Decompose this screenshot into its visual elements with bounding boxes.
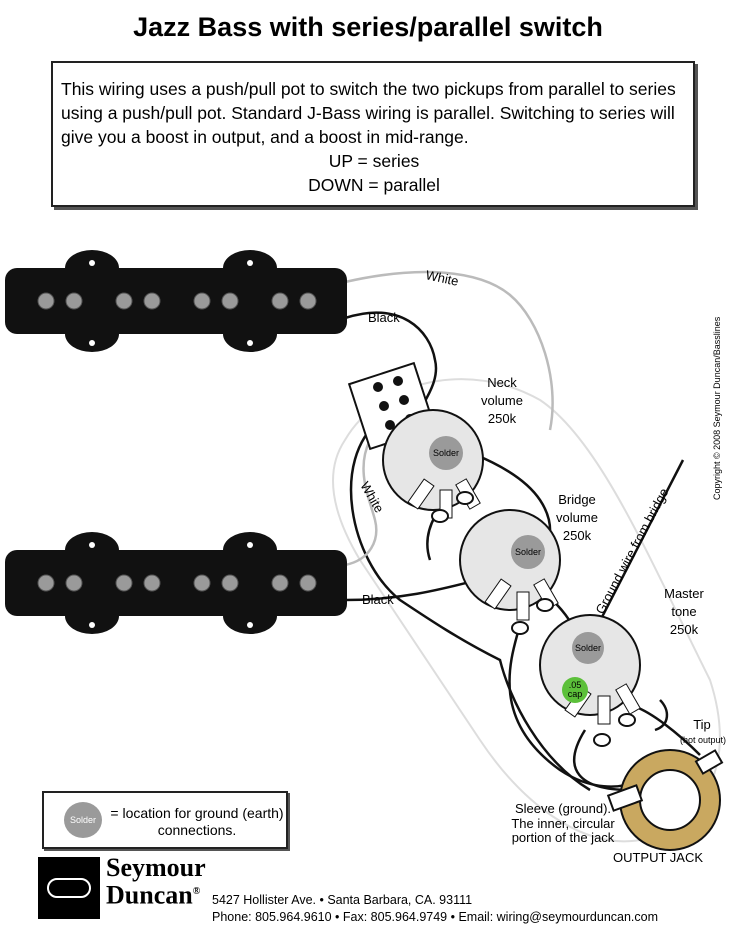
brand-name: Seymour Duncan® xyxy=(106,853,206,910)
label-neck-volume-3: 250k xyxy=(488,411,517,426)
label-sleeve-2: The inner, circular xyxy=(511,816,615,831)
label-bridge-volume-1: Bridge xyxy=(558,492,596,507)
control-plate xyxy=(332,378,721,843)
neck-solder-label: Solder xyxy=(433,448,459,458)
address-block: 5427 Hollister Ave. • Santa Barbara, CA.… xyxy=(212,892,658,926)
neck-volume-pot xyxy=(382,409,484,523)
label-black-bottom: Black xyxy=(362,592,394,607)
cap-label-2: cap xyxy=(568,689,583,699)
seymour-duncan-logo xyxy=(38,857,100,919)
label-ground-wire: Ground wire from bridge xyxy=(592,486,671,617)
label-sleeve-3: portion of the jack xyxy=(512,830,615,845)
cap-label-1: .05 xyxy=(569,680,582,690)
label-master-tone-2: tone xyxy=(671,604,696,619)
label-neck-volume-1: Neck xyxy=(487,375,517,390)
info-down: DOWN = parallel xyxy=(308,175,440,195)
label-tip-1: Tip xyxy=(693,717,711,732)
label-white-mid: White xyxy=(357,479,387,515)
bridge-volume-pot xyxy=(459,509,561,635)
legend-box: Solder = location for ground (earth) con… xyxy=(42,791,288,849)
neck-solder-blob xyxy=(429,436,463,470)
label-sleeve-1: Sleeve (ground). xyxy=(515,801,611,816)
tone-capacitor xyxy=(562,677,588,703)
tone-solder-label: Solder xyxy=(575,643,601,653)
info-box: This wiring uses a push/pull pot to swit… xyxy=(51,61,695,207)
legend-solder-blob: Solder xyxy=(64,802,102,838)
bridge-solder-blob xyxy=(511,535,545,569)
brand-line-1: Seymour xyxy=(106,853,206,882)
label-master-tone-3: 250k xyxy=(670,622,699,637)
bridge-pickup xyxy=(5,532,347,634)
brand-line-2: Duncan® xyxy=(106,880,201,910)
label-black-top: Black xyxy=(368,310,400,325)
label-tip-2: (hot output) xyxy=(680,735,726,745)
label-neck-volume-2: volume xyxy=(481,393,523,408)
label-white-top: White xyxy=(424,267,460,289)
logo-pickup-icon xyxy=(47,878,91,898)
neck-pickup xyxy=(5,250,347,352)
label-master-tone-1: Master xyxy=(664,586,704,601)
address-line-2: Phone: 805.964.9610 • Fax: 805.964.9749 … xyxy=(212,910,659,924)
output-jack xyxy=(606,749,724,851)
address-line-1: 5427 Hollister Ave. • Santa Barbara, CA.… xyxy=(212,893,473,907)
brand-mark: ® xyxy=(192,886,201,897)
tone-solder-blob xyxy=(572,632,604,664)
label-output-jack: OUTPUT JACK xyxy=(613,850,703,865)
label-bridge-volume-3: 250k xyxy=(563,528,592,543)
legend-text: = location for ground (earth) connection… xyxy=(110,805,284,838)
info-up: UP = series xyxy=(328,151,420,171)
page-title: Jazz Bass with series/parallel switch xyxy=(133,12,603,42)
copyright-text: Copyright © 2008 Seymour Duncan/Bassline… xyxy=(712,316,722,500)
white-wires xyxy=(344,270,554,567)
label-bridge-volume-2: volume xyxy=(556,510,598,525)
bridge-solder-label: Solder xyxy=(515,547,541,557)
info-paragraph: This wiring uses a push/pull pot to swit… xyxy=(61,79,676,147)
